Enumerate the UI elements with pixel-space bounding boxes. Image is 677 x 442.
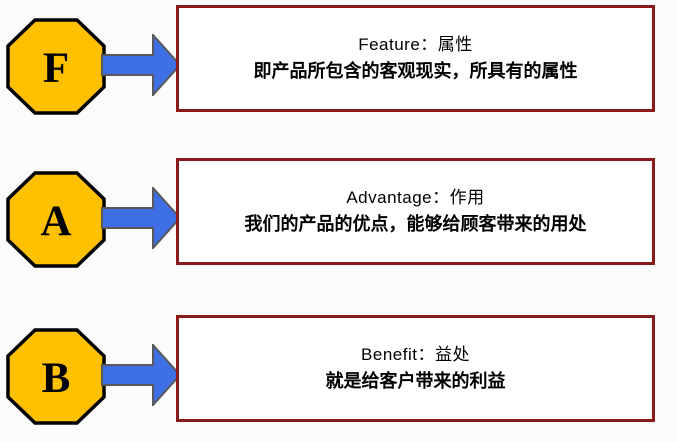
- text-box-advantage: Advantage：作用 我们的产品的优点，能够给顾客带来的用处: [176, 158, 655, 265]
- octagon-badge-b: B: [6, 328, 106, 425]
- arrow-shape: [101, 34, 181, 96]
- arrow-shape: [101, 187, 181, 249]
- octagon-shape: [6, 328, 106, 425]
- arrow-shape: [101, 344, 181, 406]
- octagon-badge-f: F: [6, 18, 106, 115]
- diagram-row-benefit: B Benefit：益处 就是给客户带来的利益: [0, 315, 677, 425]
- box-description: 我们的产品的优点，能够给顾客带来的用处: [244, 214, 587, 235]
- diagram-row-feature: F Feature：属性 即产品所包含的客观现实，所具有的属性: [0, 5, 677, 115]
- octagon-shape: [6, 171, 106, 268]
- right-arrow-icon: [101, 34, 181, 96]
- text-box-feature: Feature：属性 即产品所包含的客观现实，所具有的属性: [176, 5, 655, 112]
- badge-letter: F: [43, 45, 69, 92]
- badge-letter: A: [40, 198, 71, 245]
- box-description: 即产品所包含的客观现实，所具有的属性: [253, 61, 578, 82]
- right-arrow-icon: [101, 344, 181, 406]
- box-description: 就是给客户带来的利益: [325, 371, 506, 392]
- octagon-badge-a: A: [6, 171, 106, 268]
- box-title: Advantage：作用: [346, 187, 485, 207]
- box-title: Benefit：益处: [361, 344, 470, 364]
- text-box-benefit: Benefit：益处 就是给客户带来的利益: [176, 315, 655, 422]
- right-arrow-icon: [101, 187, 181, 249]
- box-title: Feature：属性: [358, 34, 473, 54]
- octagon-shape: [6, 18, 106, 115]
- badge-letter: B: [42, 355, 71, 402]
- diagram-row-advantage: A Advantage：作用 我们的产品的优点，能够给顾客带来的用处: [0, 158, 677, 268]
